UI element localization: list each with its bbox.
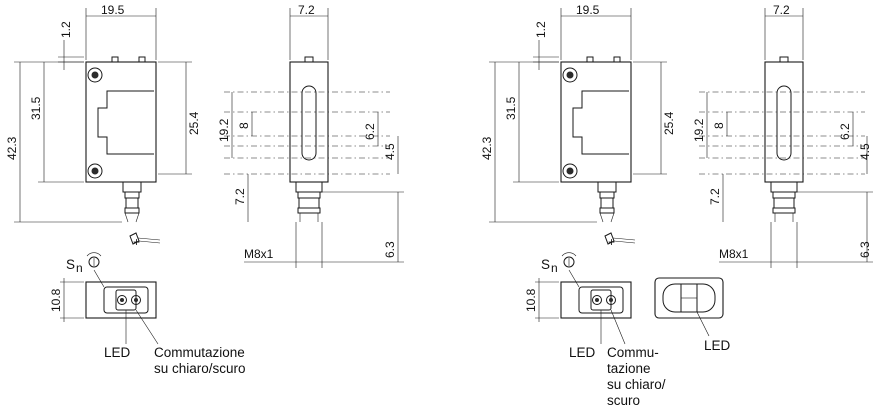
left-potentiometer-icon xyxy=(88,256,100,268)
left-dim-body-height: 31.5 xyxy=(29,96,43,120)
right-front-dims: 19.5 1.2 42.3 31.5 25.4 xyxy=(480,3,676,223)
left-dim-side-width: 7.2 xyxy=(298,3,315,17)
left-dim-thread: M8x1 xyxy=(244,247,274,261)
left-led-label: LED xyxy=(104,345,131,360)
left-side-dims: 7.2 19.2 8 7.2 6.2 4.5 6.3 M8x1 xyxy=(217,3,404,268)
right-dim-4-5: 4.5 xyxy=(858,143,872,160)
right-bottom-view: 10.8 S n LED Commu- tazione su chiaro/ s… xyxy=(524,252,731,408)
left-dim-6-2: 6.2 xyxy=(363,123,377,140)
right-dim-7-2: 7.2 xyxy=(708,188,722,205)
right-switch-label-line2: tazione xyxy=(607,361,651,376)
right-led-label: LED xyxy=(569,345,596,360)
left-dim-4-5: 4.5 xyxy=(383,143,397,160)
left-dim-8: 8 xyxy=(237,122,251,129)
right-switch-label-line4: scuro xyxy=(607,393,640,408)
right-dim-top-offset: 1.2 xyxy=(534,21,548,38)
right-dim-thread: M8x1 xyxy=(719,247,749,261)
right-dim-bottom-height: 10.8 xyxy=(524,288,538,312)
right-potentiometer-icon xyxy=(563,256,575,268)
right-dim-lens-height: 25.4 xyxy=(662,111,676,135)
left-dim-top-width: 19.5 xyxy=(101,3,125,17)
right-front-view: + xyxy=(560,56,636,249)
svg-text:+: + xyxy=(608,235,615,249)
left-dim-top-offset: 1.2 xyxy=(59,21,73,38)
right-drawing-group: + 19.5 1.2 42.3 31.5 25.4 xyxy=(480,3,873,408)
right-sn-symbol: S xyxy=(541,257,550,272)
left-side-view xyxy=(224,56,390,222)
right-led-label-2: LED xyxy=(704,338,731,353)
left-drawing-group: + 19.5 1.2 42.3 31.5 25.4 xyxy=(5,3,404,376)
right-dim-6-3: 6.3 xyxy=(858,241,872,258)
left-bottom-view: 10.8 S n LED Commutazione su chiaro/scur… xyxy=(49,252,246,376)
left-dim-19-2: 19.2 xyxy=(217,118,231,142)
right-side-dims: 7.2 19.2 8 7.2 6.2 4.5 6.3 M8x1 xyxy=(692,3,873,268)
right-dim-total-height: 42.3 xyxy=(480,136,494,160)
left-front-view: + xyxy=(85,56,161,249)
right-dim-side-width: 7.2 xyxy=(773,3,790,17)
left-switch-label-line2: su chiaro/scuro xyxy=(154,361,246,376)
right-sn-subscript: n xyxy=(551,261,558,275)
left-dim-lens-height: 25.4 xyxy=(187,111,201,135)
right-dim-top-width: 19.5 xyxy=(576,3,600,17)
left-dim-6-3: 6.3 xyxy=(383,241,397,258)
right-dim-6-2: 6.2 xyxy=(838,123,852,140)
left-front-dims: 19.5 1.2 42.3 31.5 25.4 xyxy=(5,3,201,223)
right-dim-8: 8 xyxy=(712,122,726,129)
left-sn-symbol: S xyxy=(66,257,75,272)
svg-text:+: + xyxy=(133,235,140,249)
left-dim-bottom-height: 10.8 xyxy=(49,288,63,312)
right-dim-body-height: 31.5 xyxy=(504,96,518,120)
right-switch-label-line1: Commu- xyxy=(607,345,659,360)
left-switch-label-line1: Commutazione xyxy=(154,345,245,360)
left-dim-total-height: 42.3 xyxy=(5,136,19,160)
right-dim-19-2: 19.2 xyxy=(692,118,706,142)
right-switch-label-line3: su chiaro/ xyxy=(607,377,666,392)
right-rear-view: LED xyxy=(654,277,731,353)
right-side-view xyxy=(699,56,865,222)
left-sn-subscript: n xyxy=(76,261,83,275)
left-dim-7-2: 7.2 xyxy=(233,188,247,205)
